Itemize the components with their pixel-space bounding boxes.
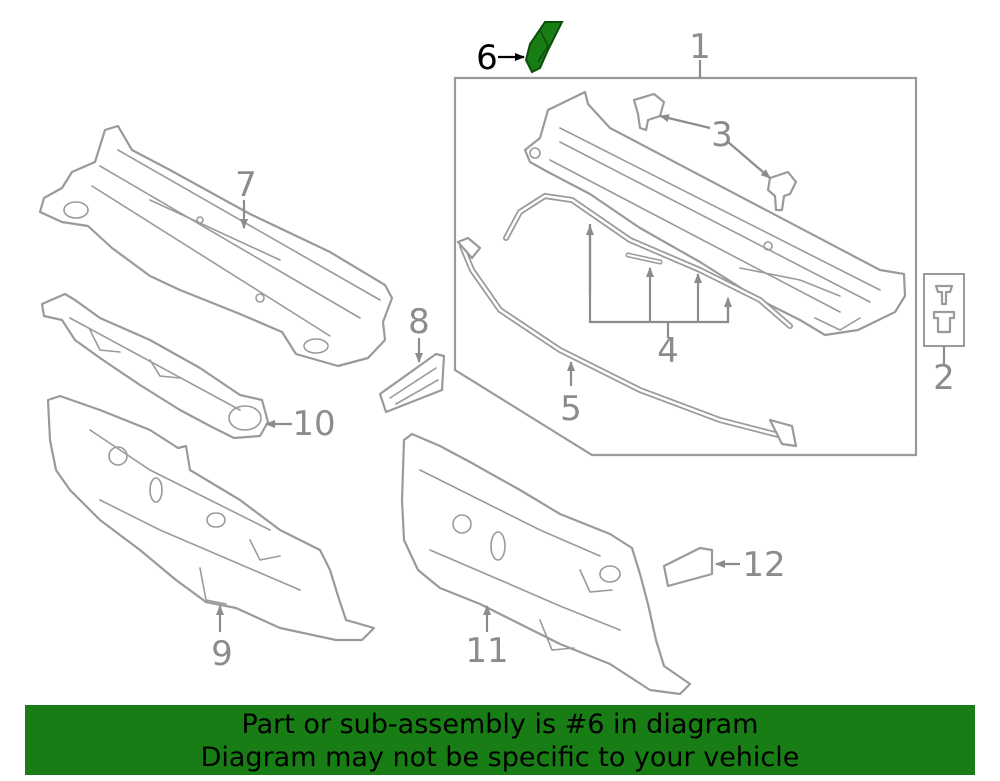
label-2: 2: [933, 358, 955, 398]
part-9-dash-panel: [46, 394, 376, 642]
part-7-cowl-upper: [38, 124, 394, 368]
assembly-1-frame: [453, 76, 918, 457]
label-9: 9: [211, 634, 233, 674]
label-7: 7: [235, 165, 257, 205]
part-10-reinforcement: [40, 292, 270, 440]
label-3: 3: [711, 115, 733, 155]
part-4-leaders: [586, 224, 732, 338]
label-10: 10: [292, 404, 335, 444]
part-12-pad: [662, 546, 714, 588]
part-6-highlighted: [524, 21, 564, 74]
part-8-bracket: [378, 352, 446, 414]
label-5: 5: [560, 389, 582, 429]
banner-line-1: Part or sub-assembly is #6 in diagram: [241, 709, 759, 740]
part-2-frame: [923, 273, 965, 347]
label-6: 6: [476, 38, 498, 78]
label-8: 8: [408, 302, 430, 342]
part-2-clips: [932, 284, 956, 334]
part-1-cowl-panel: [523, 90, 907, 337]
notice-banner: Part or sub-assembly is #6 in diagram Di…: [25, 705, 975, 775]
label-1: 1: [689, 27, 711, 67]
label-4: 4: [657, 331, 679, 371]
part-4-seals: [503, 192, 793, 329]
label-11: 11: [465, 631, 508, 671]
part-3-connectors: [632, 92, 798, 212]
part-5-weatherstrip: [456, 236, 798, 448]
part-11-dash-panel: [400, 432, 692, 696]
banner-line-2: Diagram may not be specific to your vehi…: [200, 742, 800, 773]
label-12: 12: [742, 545, 785, 585]
